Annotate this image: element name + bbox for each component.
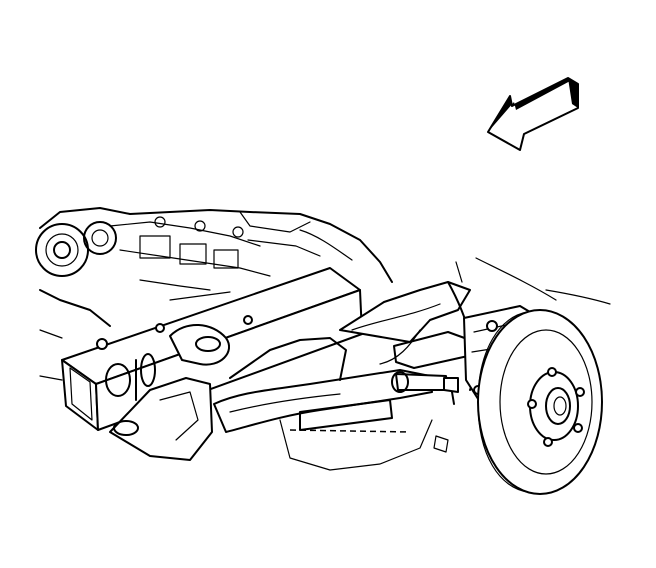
engine-block bbox=[39, 207, 393, 327]
frame-bracket bbox=[109, 359, 213, 461]
lower-control-arm bbox=[213, 337, 433, 471]
direction-arrow-icon bbox=[487, 77, 579, 151]
wheel-hub-icon bbox=[527, 367, 585, 447]
upper-control-arm bbox=[339, 281, 471, 369]
body-outline bbox=[39, 257, 611, 381]
tie-rod bbox=[391, 371, 459, 453]
engine-pulley bbox=[35, 221, 117, 277]
